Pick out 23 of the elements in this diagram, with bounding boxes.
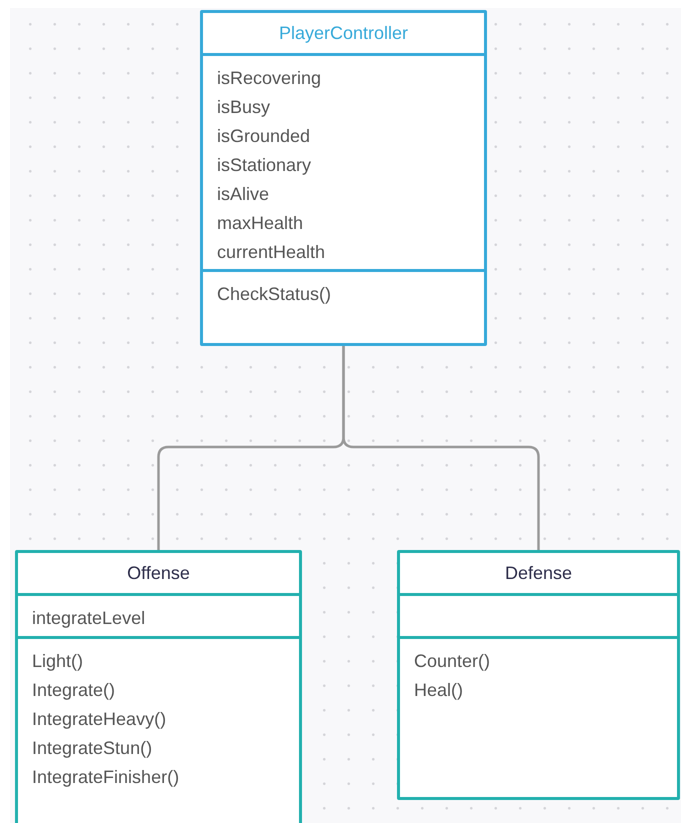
method-text: Heal(): [414, 679, 464, 702]
method-text: CheckStatus(): [217, 283, 332, 306]
class-name: PlayerController: [278, 22, 408, 45]
class-box: [15, 550, 302, 823]
class-box: [397, 550, 680, 800]
connector-line: [342, 346, 540, 550]
class-name: Offense: [127, 562, 190, 584]
method-text: IntegrateStun(): [32, 737, 152, 760]
method-text: IntegrateFinisher(): [32, 766, 180, 789]
method-text: Light(): [32, 650, 84, 673]
method-text: Integrate(): [32, 679, 116, 702]
class-name: Defense: [504, 562, 572, 584]
attribute-text: currentHealth: [217, 241, 326, 264]
attribute-text: isRecovering: [217, 67, 322, 90]
method-text: IntegrateHeavy(): [32, 708, 166, 731]
attribute-text: isStationary: [217, 154, 312, 177]
attribute-text: isAlive: [217, 183, 270, 206]
method-text: Counter(): [414, 650, 490, 673]
attribute-text: integrateLevel: [32, 607, 146, 630]
attribute-text: isBusy: [217, 96, 270, 119]
attribute-text: maxHealth: [217, 212, 304, 235]
attribute-text: isGrounded: [217, 125, 310, 148]
class-box: [200, 10, 487, 346]
